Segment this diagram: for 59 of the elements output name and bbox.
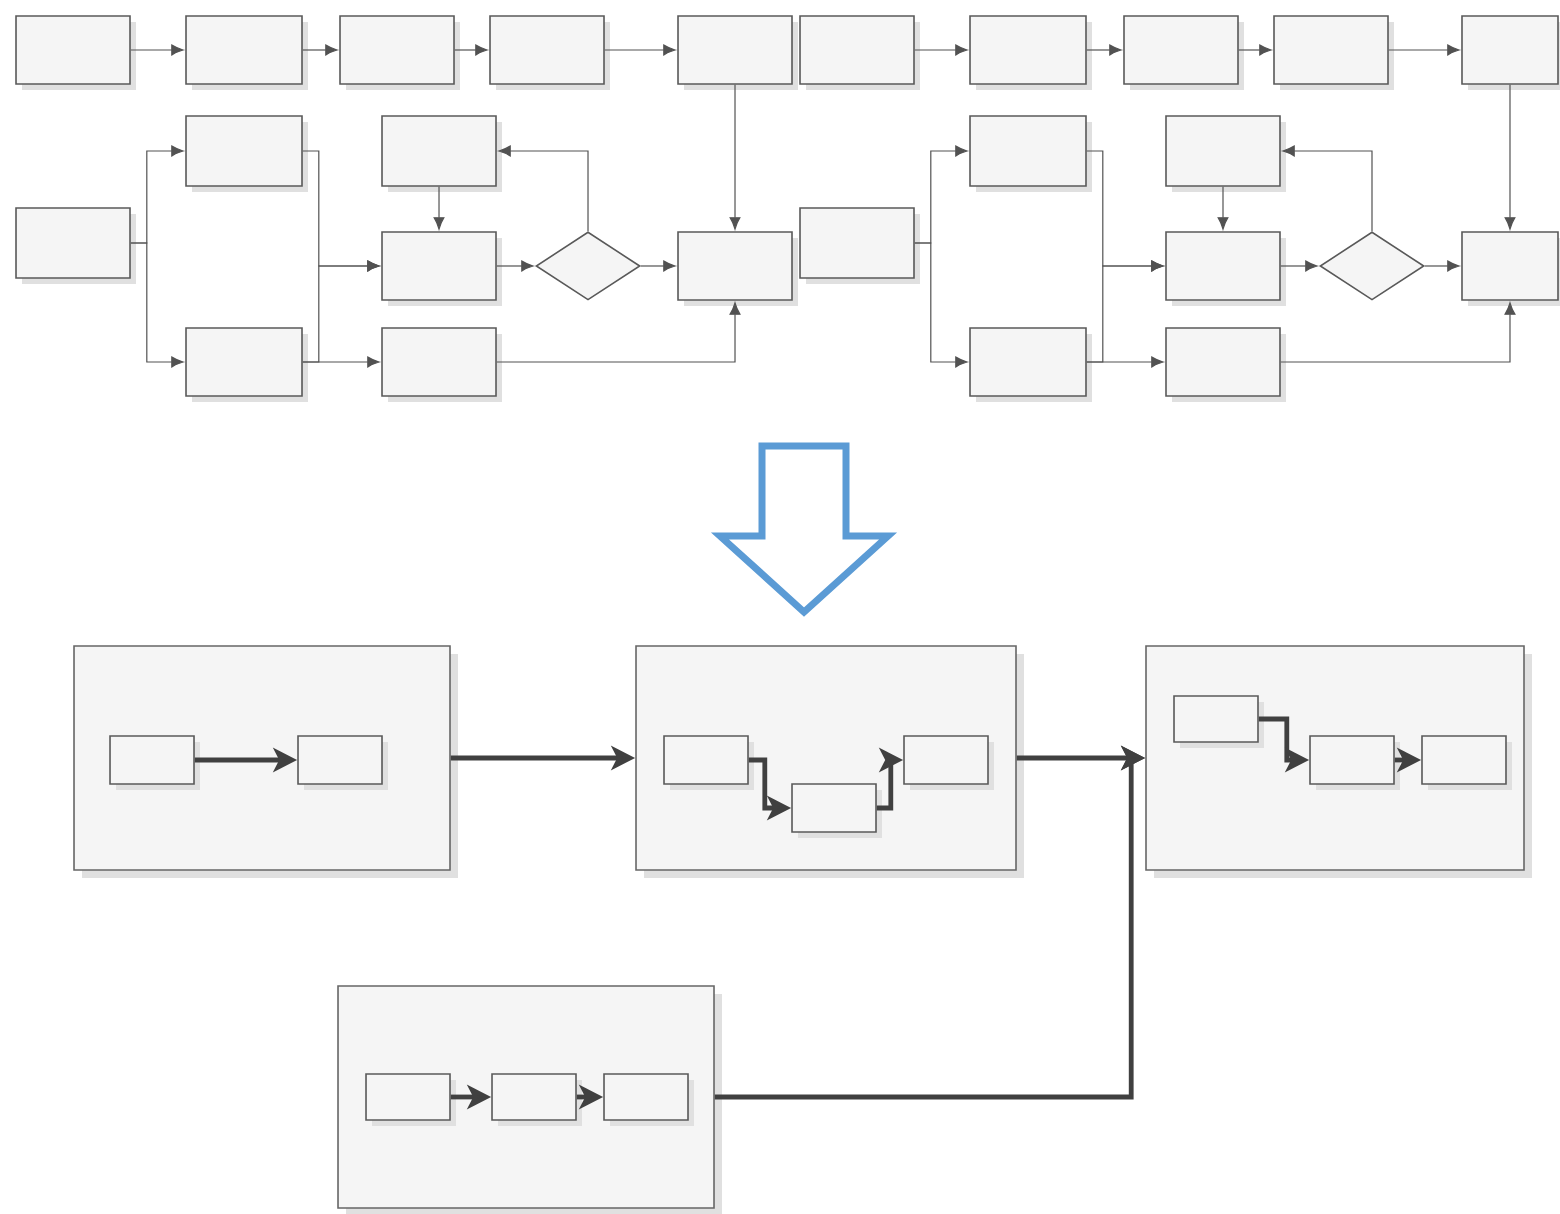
- process-box: [381, 231, 502, 306]
- arrow: [1280, 302, 1516, 363]
- arrow: [454, 44, 488, 56]
- arrow: [1217, 186, 1229, 230]
- process-box: [109, 735, 200, 790]
- arrow: [1086, 356, 1164, 368]
- arrow: [1086, 44, 1122, 56]
- arrow: [433, 186, 445, 230]
- process-box: [1421, 735, 1512, 790]
- process-box: [677, 15, 798, 90]
- process-box: [799, 207, 920, 284]
- process-box: [799, 15, 920, 90]
- arrow: [302, 356, 380, 368]
- process-box: [1123, 15, 1244, 90]
- process-box: [15, 15, 136, 90]
- arrow: [604, 44, 676, 56]
- process-box: [791, 783, 882, 838]
- process-box: [185, 15, 308, 90]
- process-box: [1309, 735, 1400, 790]
- arrow: [729, 84, 741, 230]
- process-box: [1165, 115, 1286, 192]
- process-box: [969, 15, 1092, 90]
- process-box: [969, 327, 1092, 402]
- process-box: [1165, 327, 1286, 402]
- arrow: [498, 145, 589, 232]
- process-box: [489, 15, 610, 90]
- arrow: [1424, 260, 1460, 272]
- process-box: [297, 735, 388, 790]
- process-box: [365, 1073, 456, 1126]
- arrow: [496, 260, 534, 272]
- process-box: [677, 231, 798, 306]
- arrow: [914, 44, 968, 56]
- process-box: [339, 15, 460, 90]
- process-box: [1173, 695, 1264, 748]
- process-box: [663, 735, 754, 790]
- process-box: [381, 115, 502, 192]
- process-box: [903, 735, 994, 790]
- process-box: [1273, 15, 1394, 90]
- arrow: [1282, 145, 1373, 232]
- process-box: [185, 327, 308, 402]
- process-box: [603, 1073, 694, 1126]
- arrow: [1280, 260, 1318, 272]
- process-box: [1461, 15, 1560, 90]
- arrow: [914, 242, 968, 368]
- arrow: [496, 302, 741, 363]
- arrow: [1238, 44, 1272, 56]
- arrow: [1388, 44, 1460, 56]
- arrow: [130, 44, 184, 56]
- process-box: [15, 207, 136, 284]
- process-box: [381, 327, 502, 402]
- arrow: [130, 242, 184, 368]
- arrow: [1504, 84, 1516, 230]
- arrow: [302, 44, 338, 56]
- process-box: [185, 115, 308, 192]
- process-box: [1165, 231, 1286, 306]
- process-box: [969, 115, 1092, 192]
- arrow: [640, 260, 676, 272]
- process-box: [1461, 231, 1560, 306]
- process-box: [491, 1073, 582, 1126]
